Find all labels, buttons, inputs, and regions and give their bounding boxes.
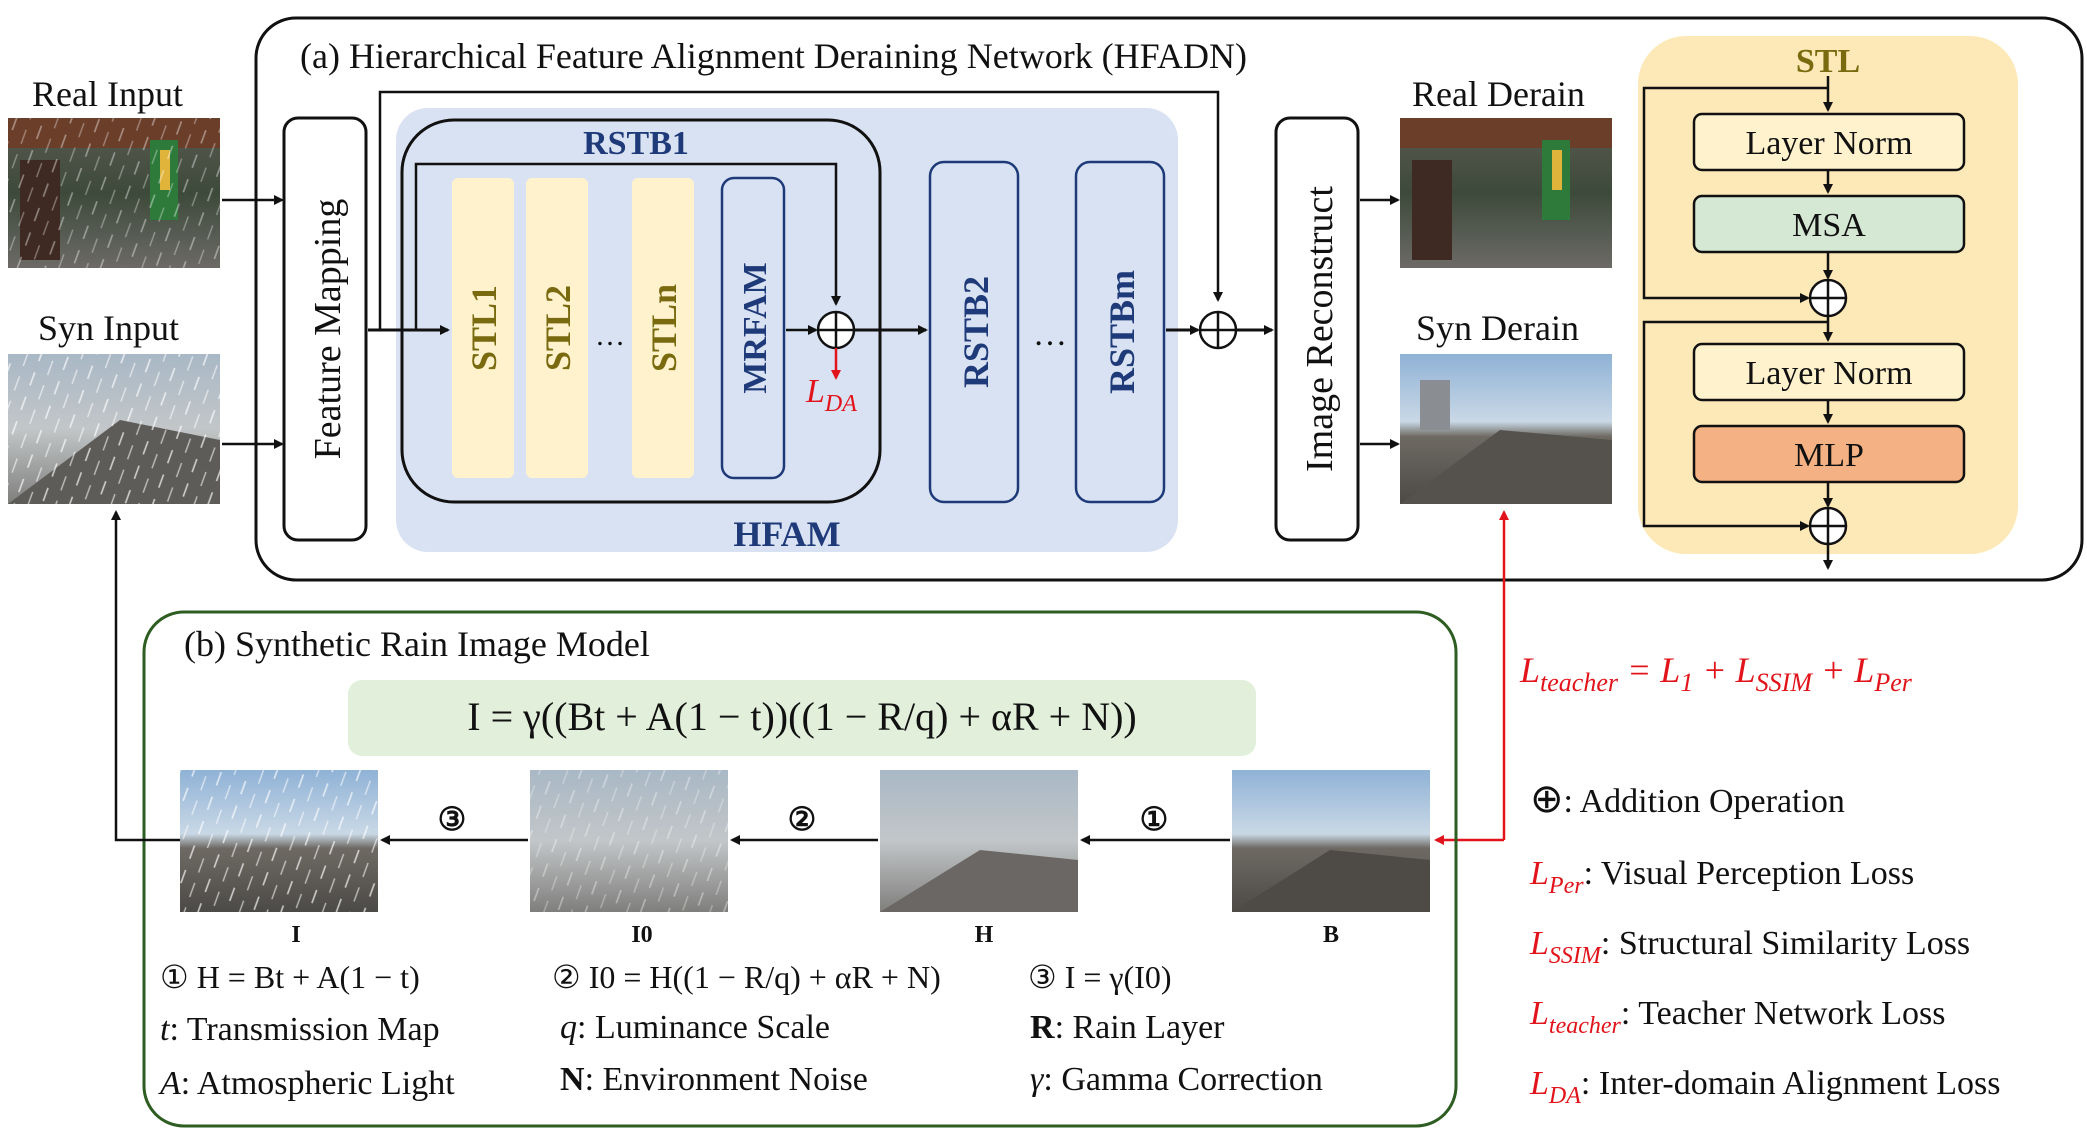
stl-detail-title: STL (1796, 43, 1860, 80)
mrfam-box (720, 176, 786, 480)
real-derain-image (1400, 118, 1612, 268)
skip-long (378, 90, 1223, 330)
addition-icon (1808, 278, 1848, 318)
rstbm-box (1074, 160, 1166, 504)
img-label-b: B (1323, 922, 1339, 948)
skip-rstb1 (414, 162, 841, 330)
eq-step-3: ③ I = γ(I0) (1028, 959, 1172, 995)
img-label-i0: I0 (631, 922, 652, 948)
panel-b-frame (142, 610, 1458, 1128)
image-i (180, 770, 378, 912)
real-input-image (8, 118, 220, 268)
legend-lssim: LSSIM: Structural Similarity Loss (1529, 925, 1970, 969)
layer-norm-2-label: Layer Norm (1745, 355, 1912, 392)
panel-a-frame (254, 16, 2084, 582)
image-b (1232, 770, 1430, 912)
stln-box (632, 178, 694, 478)
stl1-label: STL1 (464, 285, 504, 371)
panel-a-title: (a) Hierarchical Feature Alignment Derai… (300, 36, 1247, 76)
step-label-3: ③ (438, 801, 467, 837)
syn-input-image (8, 354, 220, 504)
layer-norm-1-label: Layer Norm (1745, 125, 1912, 162)
stl2-label: STL2 (538, 285, 578, 371)
legend-r: R: Rain Layer (1030, 1009, 1225, 1046)
rstb-ellipsis: … (1033, 316, 1067, 353)
img-label-h: H (975, 922, 994, 948)
stl-skip-2 (1642, 320, 1828, 531)
legend-t: t: Transmission Map (160, 1011, 440, 1048)
eq-step-1: ① H = Bt + A(1 − t) (160, 959, 420, 995)
mrfam-label: MRFAM (737, 262, 774, 394)
legend-addition: ⊕: Addition Operation (1530, 776, 1845, 821)
real-input-label: Real Input (32, 74, 183, 114)
stln-label: STLn (644, 284, 684, 372)
legend-lper: LPer: Visual Perception Loss (1529, 855, 1914, 899)
addition-icon (1198, 310, 1238, 350)
img-label-i: I (291, 922, 300, 948)
step-label-1: ① (1140, 801, 1169, 837)
hfam-label: HFAM (733, 514, 840, 554)
syn-input-label: Syn Input (38, 308, 179, 348)
syn-derain-image (1400, 354, 1612, 504)
msa-label: MSA (1792, 207, 1866, 244)
stl-skip-1 (1642, 86, 1828, 303)
addition-icon (1808, 506, 1848, 546)
step-label-2: ② (788, 801, 817, 837)
addition-icon (816, 310, 856, 350)
legend-lda: LDA: Inter-domain Alignment Loss (1529, 1065, 2000, 1109)
equation-background (348, 680, 1256, 756)
arrow-i-to-syn-input (111, 510, 180, 842)
image-i0 (530, 770, 728, 912)
stl1-box (452, 178, 514, 478)
lda-label: LDA (805, 373, 857, 417)
legend-q: q: Luminance Scale (560, 1009, 830, 1046)
rstb1-box (400, 118, 882, 504)
feature-mapping-box (282, 116, 368, 542)
mlp-label: MLP (1794, 437, 1864, 474)
equation-text: I = γ((Bt + A(1 − t))((1 − R/q) + αR + N… (467, 694, 1136, 739)
legend-gamma: γ: Gamma Correction (1030, 1061, 1323, 1098)
rstb2-label: RSTB2 (956, 276, 996, 388)
stl2-box (526, 178, 588, 478)
syn-derain-label: Syn Derain (1416, 308, 1579, 348)
legend-lteacher: Lteacher: Teacher Network Loss (1529, 995, 1946, 1039)
image-reconstruct-label: Image Reconstruct (1299, 186, 1341, 472)
legend-n: N: Environment Noise (560, 1061, 868, 1098)
panel-b-title: (b) Synthetic Rain Image Model (184, 624, 650, 664)
rstbm-label: RSTBm (1102, 270, 1142, 394)
rstb1-label: RSTB1 (583, 125, 689, 162)
real-derain-label: Real Derain (1412, 74, 1585, 114)
image-h (880, 770, 1078, 912)
feature-mapping-label: Feature Mapping (307, 199, 349, 460)
image-reconstruct-box (1274, 116, 1360, 542)
rstb2-box (928, 160, 1020, 504)
teacher-loss-formula: Lteacher = L1 + LSSIM + LPer (1519, 650, 1913, 697)
legend-a: A: Atmospheric Light (158, 1065, 455, 1102)
stl-ellipsis: … (595, 319, 625, 352)
eq-step-2: ② I0 = H((1 − R/q) + αR + N) (552, 959, 941, 995)
